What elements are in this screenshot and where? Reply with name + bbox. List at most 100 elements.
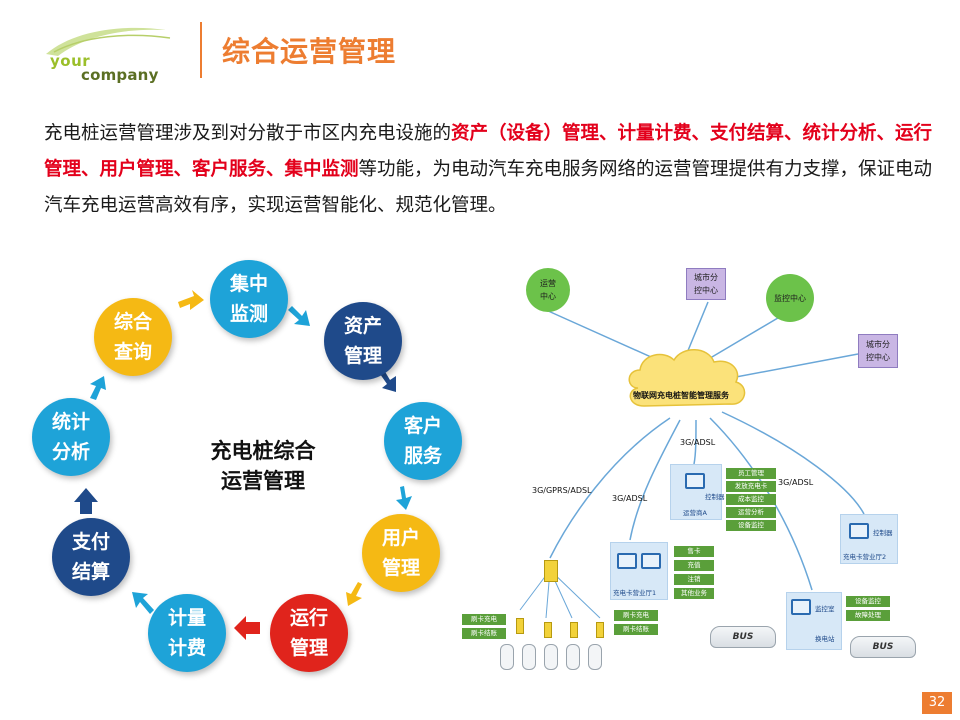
node-payment: 支付 结算 — [52, 518, 130, 596]
arrow-user-to-operation-icon — [346, 582, 362, 606]
logo-company: company — [81, 66, 159, 84]
node-stats-line1: 统计 — [51, 411, 90, 433]
node-query: 综合 查询 — [94, 298, 172, 376]
node-user-line1: 用户 — [381, 527, 420, 549]
node-operation-line1: 运行 — [289, 607, 328, 629]
swap-item-0: 设备监控 — [846, 596, 890, 607]
operator-a-panel: 控制器 运营商A — [670, 464, 725, 520]
node-query-line2: 查询 — [113, 341, 152, 363]
card-hall-1-item-1: 充值 — [674, 560, 714, 571]
swap-item-1: 故障处理 — [846, 610, 890, 621]
ops-center-line1: 运营 — [540, 279, 556, 288]
card-left-item-0: 刷卡充电 — [462, 614, 506, 625]
city-center-right: 城市分 控中心 — [858, 334, 898, 368]
node-asset: 资产 管理 — [324, 302, 402, 380]
card-hall-1-item-3: 其他业务 — [674, 588, 714, 599]
operator-a-item-1: 发放充电卡 — [726, 481, 776, 492]
city-center-right-line2: 控中心 — [866, 353, 890, 362]
monitor-center-label: 监控中心 — [774, 293, 806, 303]
node-service-line1: 客户 — [403, 415, 442, 437]
node-service: 客户 服务 — [384, 402, 462, 480]
node-payment-line1: 支付 — [71, 531, 110, 553]
node-asset-line1: 资产 — [343, 315, 382, 337]
cycle-center-label: 充电桩综合 运营管理 — [198, 436, 328, 496]
network-lines — [519, 301, 865, 619]
computer-icon — [849, 523, 869, 539]
arrow-stats-to-query-icon — [90, 376, 106, 400]
logo-swoosh-icon — [46, 27, 171, 56]
card-left-item-1: 刷卡结账 — [462, 628, 506, 639]
node-billing-line1: 计量 — [167, 607, 206, 629]
node-stats: 统计 分析 — [32, 398, 110, 476]
operator-a-label: 运营商A — [683, 509, 707, 517]
arrow-query-to-monitor-icon — [178, 290, 204, 310]
operator-a-item-3: 运营分析 — [726, 507, 776, 518]
intro-paragraph: 充电桩运营管理涉及到对分散于市区内充电设施的资产（设备）管理、计量计费、支付结算… — [44, 116, 934, 224]
node-monitor-line1: 集中 — [229, 273, 268, 295]
city-center-right-line1: 城市分 — [866, 340, 890, 349]
car-icon — [500, 644, 514, 670]
car-icon — [522, 644, 536, 670]
city-center-top: 城市分 控中心 — [686, 268, 726, 300]
swap-station-label: 换电站 — [815, 635, 835, 643]
center-line2: 运营管理 — [221, 469, 305, 493]
charging-pile-icon — [544, 622, 552, 638]
car-icon — [566, 644, 580, 670]
node-billing-line2: 计费 — [167, 637, 206, 659]
swap-station-panel: 监控室 换电站 — [786, 592, 842, 650]
node-billing: 计量 计费 — [148, 594, 226, 672]
logo-your: your — [50, 52, 91, 70]
link-left-label: 3G/GPRS/ADSL — [532, 486, 592, 495]
cloud-icon — [628, 349, 746, 407]
intro-text-2: 等功能，为电动汽车充电服务网络的运营管理提供有力支撑，保证电动汽车充电运营高效有… — [44, 159, 933, 216]
page-title: 综合运营管理 — [222, 35, 397, 68]
node-stats-line2: 分析 — [51, 441, 90, 463]
cloud-label: 物联网充电桩智能管理服务 — [633, 391, 729, 400]
card-hall-1-panel: 充电卡营业厅1 — [610, 542, 668, 600]
card-hall-1-item-0: 售卡 — [674, 546, 714, 557]
link-right-label: 3G/ADSL — [778, 478, 814, 487]
arrow-monitor-to-asset-icon — [288, 306, 310, 326]
ops-center-line2: 中心 — [540, 292, 556, 301]
node-operation: 运行 管理 — [270, 594, 348, 672]
intro-text-1: 充电桩运营管理涉及到对分散于市区内充电设施的 — [44, 123, 452, 144]
node-monitor: 集中 监测 — [210, 260, 288, 338]
node-payment-line2: 结算 — [71, 561, 110, 583]
bus-icon: BUS — [710, 626, 776, 648]
node-user: 用户 管理 — [362, 514, 440, 592]
company-logo: your company — [44, 22, 174, 84]
computer-icon — [617, 553, 637, 569]
operator-a-tag: 控制器 — [705, 493, 725, 501]
header-divider — [200, 22, 202, 78]
page-number: 32 — [922, 692, 952, 714]
arrow-asset-to-service-icon — [380, 370, 396, 392]
card-hall-1-label: 充电卡营业厅1 — [613, 589, 657, 597]
computer-icon — [791, 599, 811, 615]
card-hall-2-tag: 控制器 — [873, 529, 893, 537]
bus-icon: BUS — [850, 636, 916, 658]
cycle-diagram: 集中 监测 资产 管理 客户 服务 用户 管理 运行 管理 计量 计费 支付 结… — [0, 230, 480, 720]
arrow-billing-to-payment-icon — [132, 592, 154, 614]
charging-pile-icon — [544, 560, 558, 582]
car-icon — [588, 644, 602, 670]
center-line1: 充电桩综合 — [210, 439, 316, 463]
computer-icon — [641, 553, 661, 569]
intro-highlight: 资产（设备）管理、计量计费、支付结算、统计分析、运行管理、用户管理、客户服务、集… — [44, 123, 933, 180]
charging-pile-icon — [596, 622, 604, 638]
node-service-line2: 服务 — [403, 445, 442, 467]
link-center-label: 3G/ADSL — [680, 438, 716, 447]
node-query-line1: 综合 — [113, 311, 152, 333]
card-hall-2-panel: 控制器 充电卡营业厅2 — [840, 514, 898, 564]
ops-center: 运营 中心 — [526, 268, 570, 312]
monitor-center: 监控中心 — [766, 274, 814, 322]
link-mid-label: 3G/ADSL — [612, 494, 648, 503]
node-user-line2: 管理 — [381, 557, 420, 579]
operator-a-item-0: 员工管理 — [726, 468, 776, 479]
charging-pile-icon — [516, 618, 524, 634]
card-mid-item-0: 刷卡充电 — [614, 610, 658, 621]
city-center-top-line2: 控中心 — [694, 286, 718, 295]
computer-icon — [685, 473, 705, 489]
cycle-arrows — [74, 290, 412, 640]
card-hall-2-label: 充电卡营业厅2 — [843, 553, 887, 561]
node-monitor-line2: 监测 — [229, 303, 268, 325]
